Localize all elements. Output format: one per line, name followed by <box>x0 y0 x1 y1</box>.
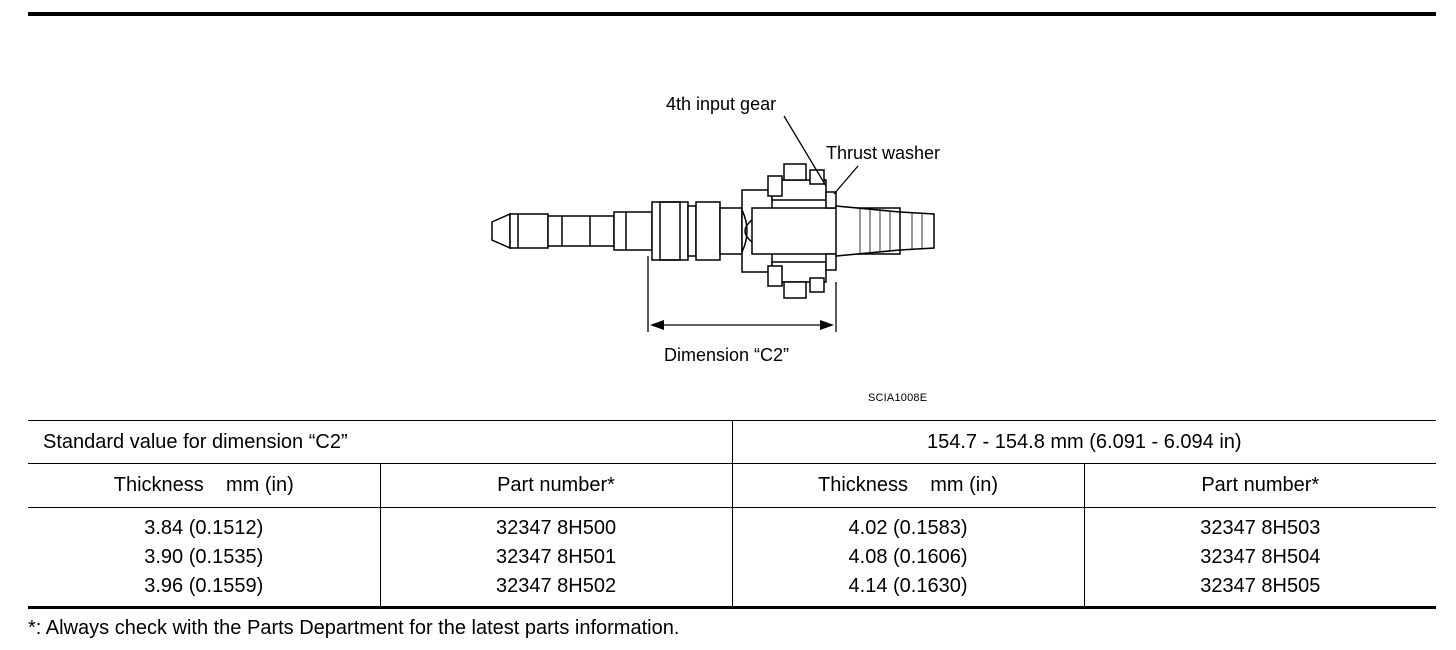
header-thickness-1: Thickness mm (in) <box>28 463 380 508</box>
bearing-1 <box>651 201 689 261</box>
header-thickness-2: Thickness mm (in) <box>731 463 1085 508</box>
cell-value: 32347 8H503 <box>1200 516 1321 539</box>
label-4th-input-gear: 4th input gear <box>666 94 776 114</box>
thickness-column-2: 4.02 (0.1583) 4.08 (0.1606) 4.14 (0.1630… <box>731 507 1085 609</box>
header-text: Part number* <box>1201 474 1320 496</box>
top-rule <box>28 12 1436 16</box>
thickness-column-1: 3.84 (0.1512) 3.90 (0.1535) 3.96 (0.1559… <box>28 507 380 609</box>
shaft-section <box>613 211 653 251</box>
cell-value: 32347 8H504 <box>1200 545 1321 568</box>
label-thrust-washer: Thrust washer <box>826 143 940 163</box>
footnote: *: Always check with the Parts Departmen… <box>28 617 680 639</box>
cell-value: 3.84 (0.1512) <box>144 516 264 539</box>
header-text: Thickness mm (in) <box>818 474 999 496</box>
cell-value: 32347 8H500 <box>495 516 617 539</box>
cell-value: 4.08 (0.1606) <box>848 545 968 568</box>
hub-step <box>719 207 743 255</box>
washer-leader-line <box>833 165 859 195</box>
cell-value: 4.14 (0.1630) <box>848 574 968 597</box>
shaft-end <box>509 213 549 249</box>
bearing-2 <box>695 201 721 261</box>
cell-value: 32347 8H502 <box>495 574 617 597</box>
shaft-tip <box>491 212 511 250</box>
spline-end <box>835 205 935 257</box>
standard-value-row: Standard value for dimension “C2” 154.7 … <box>28 420 1437 464</box>
shaft-section <box>547 215 615 247</box>
cell-value: 3.96 (0.1559) <box>144 574 264 597</box>
part-number-column-2: 32347 8H503 32347 8H504 32347 8H505 <box>1083 507 1437 609</box>
standard-value-label: Standard value for dimension “C2” <box>28 420 733 464</box>
cell-value: 32347 8H501 <box>495 545 617 568</box>
header-text: Thickness mm (in) <box>113 474 294 496</box>
header-part-number-2: Part number* <box>1083 463 1437 508</box>
header-part-number-1: Part number* <box>379 463 733 508</box>
header-row: Thickness mm (in) Part number* Thickness… <box>28 463 1437 508</box>
part-number-column-1: 32347 8H500 32347 8H501 32347 8H502 <box>379 507 733 609</box>
gear-leader-line <box>783 115 827 187</box>
cell-value: 3.90 (0.1535) <box>144 545 264 568</box>
standard-value: 154.7 - 154.8 mm (6.091 - 6.094 in) <box>731 420 1437 464</box>
figure-code: SCIA1008E <box>868 392 928 404</box>
header-text: Part number* <box>497 474 615 496</box>
dimension-c2 <box>647 256 837 332</box>
label-dimension-c2: Dimension “C2” <box>664 345 789 365</box>
shaft-diagram: 4th input gear Thrust washer Dimension “… <box>491 94 940 365</box>
spacer <box>687 205 697 257</box>
shaft-assembly <box>491 163 935 299</box>
data-row: 3.84 (0.1512) 3.90 (0.1535) 3.96 (0.1559… <box>28 507 1437 609</box>
cell-value: 4.02 (0.1583) <box>848 516 968 539</box>
cell-value: 32347 8H505 <box>1200 574 1321 597</box>
shim-spec-table: Standard value for dimension “C2” 154.7 … <box>28 420 1437 609</box>
